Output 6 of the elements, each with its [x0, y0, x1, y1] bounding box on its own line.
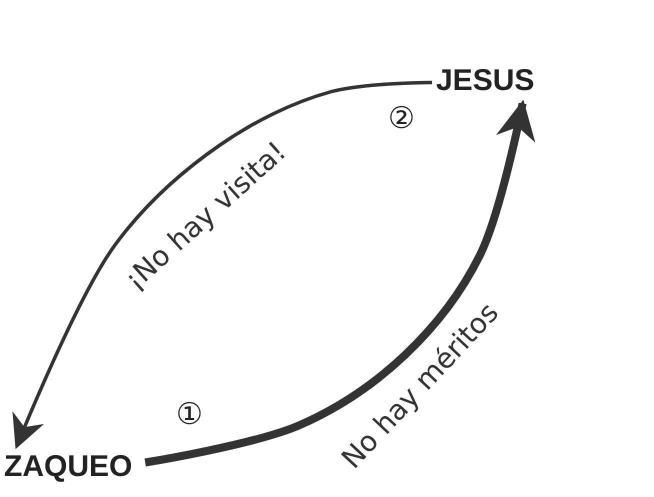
curved-arrow [12, 80, 432, 450]
node-label: JESUS [436, 66, 534, 96]
step-number: ① [176, 400, 203, 430]
curved-arrow [144, 100, 536, 466]
node-label: ZAQUEO [4, 452, 132, 482]
step-number: ② [388, 104, 415, 134]
